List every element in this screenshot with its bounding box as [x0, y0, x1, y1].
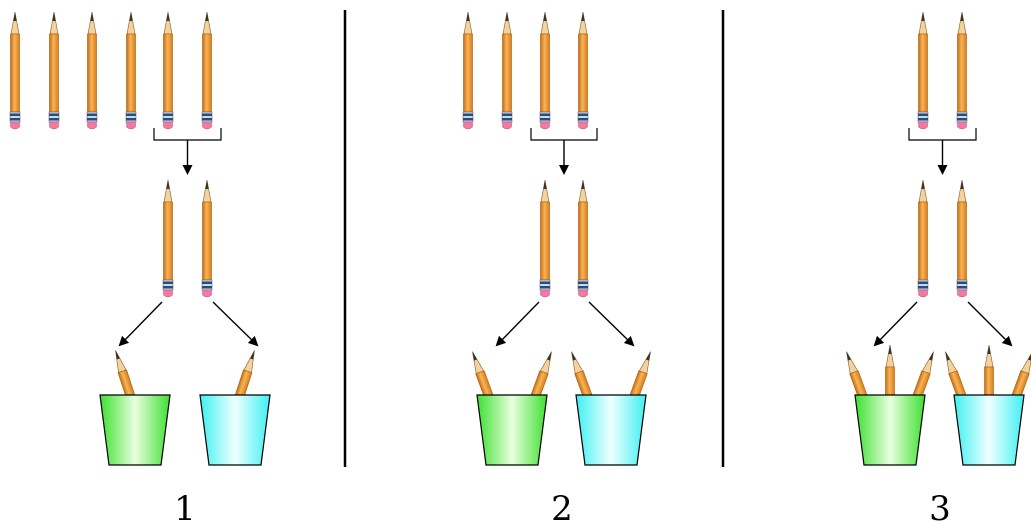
pencil-icon	[577, 179, 589, 298]
pencil-icon	[201, 179, 213, 298]
bracket-icon	[530, 128, 598, 141]
arrow-icon	[212, 301, 259, 347]
pencil-icon	[577, 11, 589, 130]
green-cup-icon	[476, 394, 548, 466]
cup-group	[566, 349, 656, 466]
cyan-cup-icon	[199, 394, 271, 466]
pencil-icon	[86, 11, 98, 130]
panel-label: 2	[551, 489, 573, 523]
pencil-icon	[48, 11, 60, 130]
bracket-icon	[908, 128, 977, 141]
pencil-icon	[201, 11, 213, 130]
pencil-icon	[9, 11, 21, 130]
pencil-icon	[125, 11, 137, 130]
panel-label: 3	[929, 489, 951, 523]
panel-label: 1	[174, 489, 196, 523]
pencil-icon	[539, 179, 551, 298]
pencil-icon	[462, 11, 474, 130]
cyan-cup-icon	[575, 394, 647, 466]
pencil-icon	[162, 11, 174, 130]
cyan-cup-icon	[953, 394, 1025, 466]
cup-group	[841, 344, 939, 466]
pencil-icon	[501, 11, 513, 130]
pencil-icon	[539, 11, 551, 130]
arrow-icon	[118, 301, 163, 347]
green-cup-icon	[99, 394, 171, 466]
pencil-icon	[917, 179, 929, 298]
pencil-icon	[956, 11, 968, 130]
arrow-icon	[967, 301, 1013, 347]
cup-group	[199, 348, 271, 466]
panel-3: 3	[841, 11, 1031, 523]
green-cup-icon	[854, 394, 926, 466]
bracket-icon	[153, 128, 222, 141]
pencil-icon	[162, 179, 174, 298]
cup-group	[467, 349, 557, 466]
arrow-icon	[588, 301, 635, 347]
pencil-icon	[917, 11, 929, 130]
cup-group	[99, 348, 171, 466]
pencil-icon	[956, 179, 968, 298]
arrow-icon	[873, 301, 918, 347]
panel-1: 1	[9, 11, 271, 523]
arrow-icon	[495, 301, 540, 347]
panel-2: 2	[462, 11, 656, 523]
cup-group	[940, 344, 1031, 466]
